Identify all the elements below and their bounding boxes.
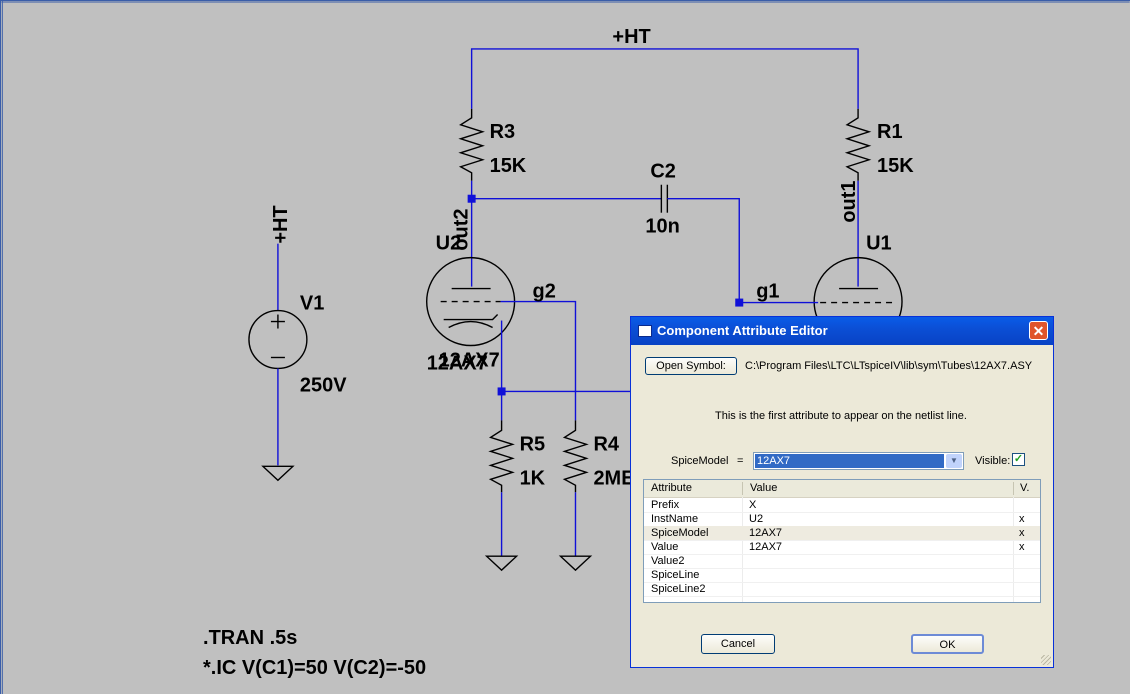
table-row[interactable]: Value 12AX7 x xyxy=(644,540,1040,555)
c2-label: C2 xyxy=(650,161,676,183)
u2-model-b: 12AX7 xyxy=(427,352,488,374)
column-line xyxy=(1013,497,1014,602)
c2-to-g1-wire[interactable] xyxy=(667,198,740,303)
tran-directive[interactable]: .TRAN .5s xyxy=(203,627,297,649)
attribute-name: SpiceModel xyxy=(651,527,709,539)
column-line xyxy=(742,497,743,602)
window-icon xyxy=(638,325,652,337)
v1-label: V1 xyxy=(300,293,324,315)
r3-label: R3 xyxy=(490,121,516,143)
table-row[interactable]: InstName U2 x xyxy=(644,512,1040,527)
u2-cathode xyxy=(443,314,499,321)
junction-cathode xyxy=(497,387,506,396)
chevron-down-icon[interactable]: ▼ xyxy=(946,454,962,468)
ground-r5 xyxy=(484,555,519,572)
ok-button[interactable]: OK xyxy=(911,634,984,654)
attribute-value: 12AX7 xyxy=(749,541,783,553)
ground-r4 xyxy=(558,555,593,572)
ic-directive[interactable]: *.IC V(C1)=50 V(C2)=-50 xyxy=(203,657,426,679)
cancel-button[interactable]: Cancel xyxy=(701,634,775,654)
dialog-title: Component Attribute Editor xyxy=(657,323,828,338)
attribute-value: U2 xyxy=(749,513,764,525)
spicemodel-combobox[interactable]: 12AX7 ▼ xyxy=(753,452,964,470)
attribute-name: Value2 xyxy=(651,555,685,567)
resize-grip[interactable] xyxy=(1041,655,1051,665)
column-divider[interactable] xyxy=(742,482,743,495)
dialog-titlebar[interactable]: Component Attribute Editor ✕ xyxy=(631,317,1053,345)
table-row[interactable]: SpiceLine xyxy=(644,568,1040,583)
out1-label: out1 xyxy=(838,181,860,223)
table-row[interactable]: Prefix X xyxy=(644,498,1040,513)
close-icon: ✕ xyxy=(1032,323,1045,339)
ht-top-label: +HT xyxy=(612,26,650,48)
r1-label: R1 xyxy=(877,121,903,143)
spicemodel-value[interactable]: 12AX7 xyxy=(755,454,944,468)
g1-label: g1 xyxy=(756,281,779,303)
attribute-info-text: This is the first attribute to appear on… xyxy=(715,410,967,422)
table-row[interactable]: SpiceLine2 xyxy=(644,582,1040,597)
symbol-path: C:\Program Files\LTC\LTspiceIV\lib\sym\T… xyxy=(745,360,1033,372)
equals-sign: = xyxy=(737,455,744,467)
check-icon: ✓ xyxy=(1013,453,1024,465)
c2-value: 10n xyxy=(645,216,679,238)
u2-heater xyxy=(448,320,493,329)
column-divider[interactable] xyxy=(1013,482,1014,495)
resistor-r5[interactable] xyxy=(488,420,515,493)
r5-value: 1K xyxy=(520,467,546,489)
attribute-name: InstName xyxy=(651,513,699,525)
u1-label: U1 xyxy=(866,233,892,255)
g2-label: g2 xyxy=(533,281,556,303)
table-header: Attribute Value V. xyxy=(644,480,1040,498)
r3-value: 15K xyxy=(490,155,527,177)
attribute-name: SpiceLine xyxy=(651,569,700,581)
u2-model-a: 12AX7 xyxy=(439,349,500,371)
open-symbol-button[interactable]: Open Symbol: xyxy=(645,357,737,375)
attribute-name: Prefix xyxy=(651,499,680,511)
table-row[interactable]: Value2 xyxy=(644,554,1040,569)
attribute-visible: x xyxy=(1019,527,1025,539)
table-row-selected[interactable]: SpiceModel 12AX7 x xyxy=(644,526,1040,541)
component-attribute-editor-dialog[interactable]: Component Attribute Editor ✕ Open Symbol… xyxy=(630,316,1054,668)
column-header-visible[interactable]: V. xyxy=(1020,482,1030,494)
ground-v1 xyxy=(261,465,295,482)
resistor-r3[interactable] xyxy=(458,108,485,181)
visible-label: Visible: xyxy=(975,455,1011,467)
r4-label: R4 xyxy=(593,433,619,455)
resistor-r1[interactable] xyxy=(844,108,872,181)
ht-side-label: +HT xyxy=(270,205,292,243)
ht-bus-wire[interactable] xyxy=(470,48,859,109)
g2-wire[interactable] xyxy=(500,300,577,421)
r1-value: 15K xyxy=(877,155,914,177)
attribute-name: Value xyxy=(651,541,679,553)
u2-label: U2 xyxy=(436,233,462,255)
v1-value: 250V xyxy=(300,374,347,396)
column-header-attribute[interactable]: Attribute xyxy=(651,482,692,494)
attribute-name: SpiceLine2 xyxy=(651,583,706,595)
resistor-r4[interactable] xyxy=(562,420,589,493)
attribute-value: 12AX7 xyxy=(749,527,783,539)
spicemodel-label: SpiceModel xyxy=(671,455,729,467)
close-button[interactable]: ✕ xyxy=(1029,321,1048,340)
out2-label: out2 xyxy=(451,208,473,250)
column-header-value[interactable]: Value xyxy=(750,482,778,494)
attribute-visible: x xyxy=(1019,541,1025,553)
r5-label: R5 xyxy=(520,433,546,455)
visible-checkbox[interactable]: ✓ xyxy=(1012,453,1025,466)
attribute-visible: x xyxy=(1019,513,1025,525)
attribute-table[interactable]: Attribute Value V. Prefix X InstName U2 … xyxy=(643,479,1041,603)
attribute-value: X xyxy=(749,499,757,511)
